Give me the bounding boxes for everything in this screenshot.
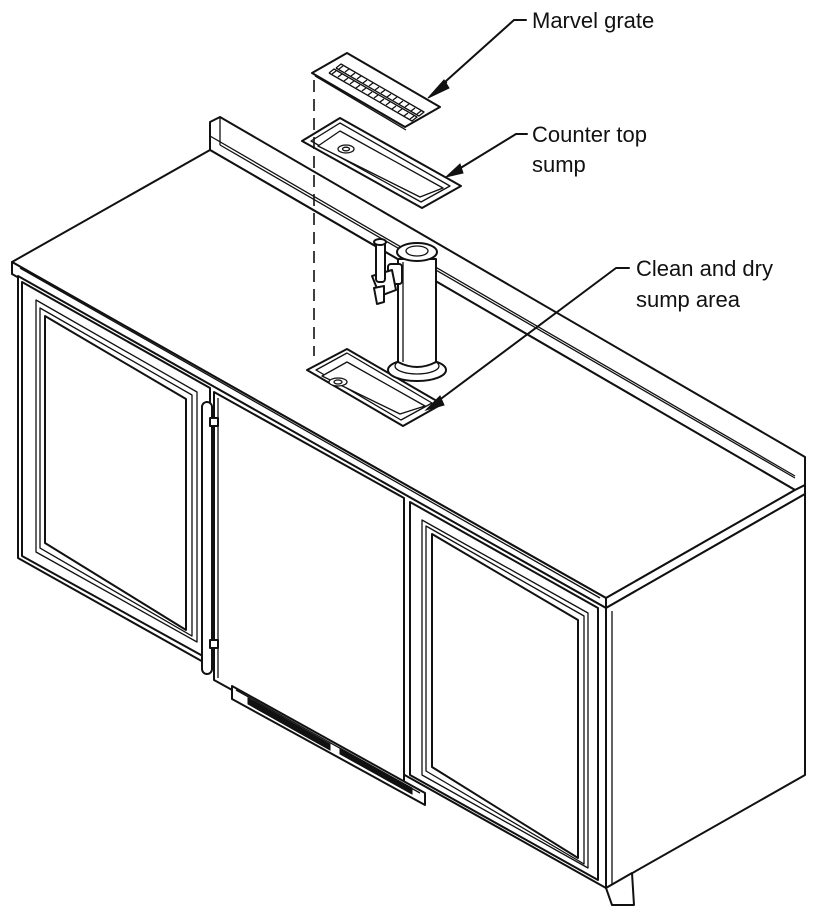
kick-grille xyxy=(231,685,426,806)
right-glass-door xyxy=(409,501,599,881)
label-clean-dry-line2: sump area xyxy=(636,287,741,312)
left-glass-door xyxy=(21,281,211,661)
exploded-sump xyxy=(301,117,462,209)
leader-marvel-grate xyxy=(427,19,527,99)
label-clean-dry-line1: Clean and dry xyxy=(636,256,773,281)
marvel-grate xyxy=(311,52,441,131)
installed-sump xyxy=(306,348,443,427)
label-marvel-grate: Marvel grate xyxy=(532,8,654,33)
beer-tower xyxy=(371,238,447,382)
leader-clean-dry-sump xyxy=(424,267,630,411)
label-counter-top-sump-line2: sump xyxy=(532,152,586,177)
door-handle xyxy=(201,401,219,675)
label-counter-top-sump-line1: Counter top xyxy=(532,122,647,147)
leader-counter-top-sump xyxy=(444,133,528,178)
